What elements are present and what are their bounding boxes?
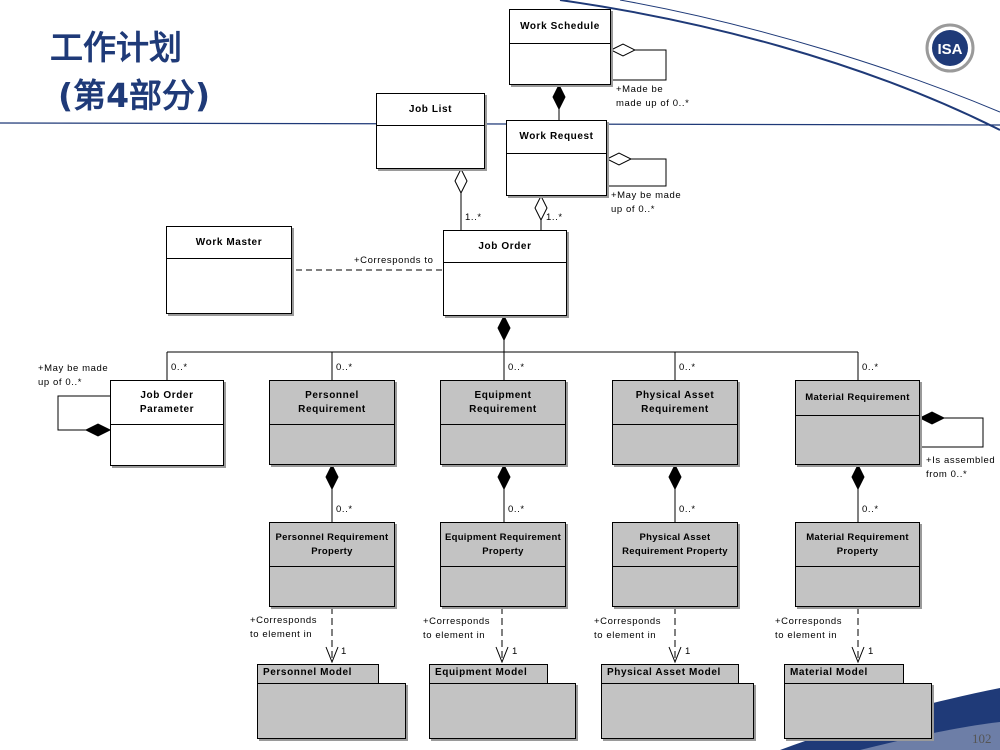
multiplicity-work-request: 1..* [546, 212, 563, 223]
isa-logo: ISA [925, 23, 975, 73]
label-personnel-corresponds: +Corresponds [250, 615, 318, 626]
label-made-up-of: made up of 0..* [616, 98, 690, 109]
class-material-requirement[interactable]: Material Requirement [795, 380, 920, 465]
multiplicity-equipment-property: 0..* [508, 504, 525, 515]
label-equipment-to-element-in: to element in [423, 630, 486, 641]
package-personnel-model-body[interactable] [257, 683, 406, 739]
class-job-order-parameter[interactable]: Job Order Parameter [110, 380, 224, 466]
label-may-be-made: +May be made [611, 190, 682, 201]
package-equipment-model-tab[interactable]: Equipment Model [429, 664, 548, 684]
class-physical-asset-requirement-property-name: Physical Asset Requirement Property [613, 523, 737, 567]
class-job-list[interactable]: Job List [376, 93, 485, 169]
class-physical-asset-requirement-name: Physical Asset Requirement [613, 381, 737, 425]
class-personnel-requirement-property[interactable]: Personnel Requirement Property [269, 522, 395, 607]
multiplicity-physical-asset-model: 1 [685, 646, 691, 657]
multiplicity-material-property: 0..* [862, 504, 879, 515]
class-equipment-requirement-name: Equipment Requirement [441, 381, 565, 425]
class-equipment-requirement-property[interactable]: Equipment Requirement Property [440, 522, 566, 607]
isa-logo-text: ISA [937, 41, 962, 58]
multiplicity-equipment-requirement: 0..* [508, 362, 525, 373]
package-equipment-model-body[interactable] [429, 683, 576, 739]
package-personnel-model-tab[interactable]: Personnel Model [257, 664, 379, 684]
label-made-be: +Made be [616, 84, 664, 95]
class-material-requirement-name: Material Requirement [796, 381, 919, 416]
package-physical-asset-model-tab[interactable]: Physical Asset Model [601, 664, 739, 684]
label-corresponds-to: +Corresponds to [354, 255, 434, 266]
label-material-corresponds: +Corresponds [775, 616, 843, 627]
label-up-of: up of 0..* [611, 204, 656, 215]
label-physical-asset-to-element-in: to element in [594, 630, 657, 641]
label-equipment-corresponds: +Corresponds [423, 616, 491, 627]
class-personnel-requirement-name: Personnel Requirement [270, 381, 394, 425]
multiplicity-material-requirement: 0..* [862, 362, 879, 373]
class-work-master-name: Work Master [167, 227, 291, 259]
class-job-order[interactable]: Job Order [443, 230, 567, 316]
label-physical-asset-corresponds: +Corresponds [594, 616, 662, 627]
multiplicity-material-model: 1 [868, 646, 874, 657]
class-job-list-name: Job List [377, 94, 484, 126]
class-work-master[interactable]: Work Master [166, 226, 292, 314]
class-equipment-requirement[interactable]: Equipment Requirement [440, 380, 566, 465]
class-personnel-requirement[interactable]: Personnel Requirement [269, 380, 395, 465]
class-personnel-requirement-property-name: Personnel Requirement Property [270, 523, 394, 567]
class-material-requirement-property-name: Material Requirement Property [796, 523, 919, 567]
slide-title-line-2: (第4部分) [58, 76, 211, 115]
package-material-model-body[interactable] [784, 683, 932, 739]
label-jop-up-of: up of 0..* [38, 377, 83, 388]
multiplicity-equipment-model: 1 [512, 646, 518, 657]
class-work-request[interactable]: Work Request [506, 120, 607, 196]
multiplicity-personnel-property: 0..* [336, 504, 353, 515]
multiplicity-physical-asset-property: 0..* [679, 504, 696, 515]
class-physical-asset-requirement-property[interactable]: Physical Asset Requirement Property [612, 522, 738, 607]
class-job-order-parameter-name: Job Order Parameter [111, 381, 223, 425]
slide-title-line-1: 工作计划 [50, 28, 182, 67]
multiplicity-personnel-requirement: 0..* [336, 362, 353, 373]
class-equipment-requirement-property-name: Equipment Requirement Property [441, 523, 565, 567]
multiplicity-job-list: 1..* [465, 212, 482, 223]
multiplicity-job-order-parameter: 0..* [171, 362, 188, 373]
label-from-0-many: from 0..* [926, 469, 968, 480]
class-material-requirement-property[interactable]: Material Requirement Property [795, 522, 920, 607]
class-work-request-name: Work Request [507, 121, 606, 154]
class-job-order-name: Job Order [444, 231, 566, 263]
class-work-schedule[interactable]: Work Schedule [509, 9, 611, 85]
package-physical-asset-model-body[interactable] [601, 683, 754, 739]
multiplicity-personnel-model: 1 [341, 646, 347, 657]
page-number: 102 [972, 731, 992, 746]
multiplicity-physical-asset-requirement: 0..* [679, 362, 696, 373]
label-personnel-to-element-in: to element in [250, 629, 313, 640]
label-jop-may-be-made: +May be made [38, 363, 109, 374]
label-material-to-element-in: to element in [775, 630, 838, 641]
class-work-schedule-name: Work Schedule [510, 10, 610, 44]
class-physical-asset-requirement[interactable]: Physical Asset Requirement [612, 380, 738, 465]
package-material-model-tab[interactable]: Material Model [784, 664, 904, 684]
label-is-assembled: +Is assembled [926, 455, 996, 466]
